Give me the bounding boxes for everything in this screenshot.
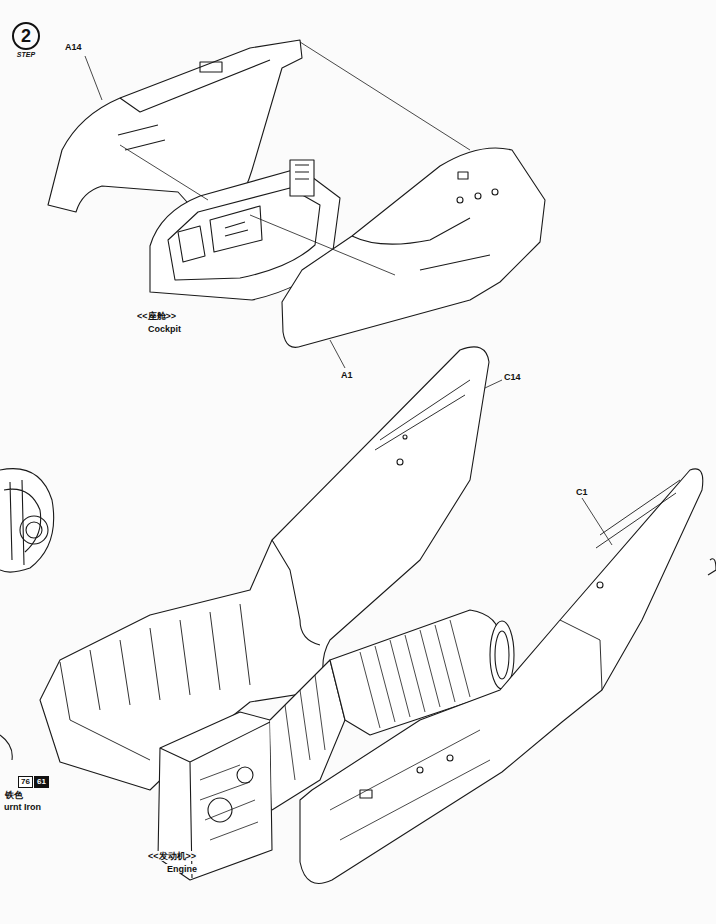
part-number: A1 — [340, 370, 354, 380]
node-subtext: STEP — [6, 51, 46, 58]
color-chip: 76 — [18, 776, 33, 788]
step-badge: 2STEP — [6, 22, 46, 58]
group-title: <<座舱>> — [136, 311, 177, 321]
node-text: 2 — [12, 22, 40, 50]
node-text: 61 — [37, 777, 46, 787]
color-name: urnt Iron — [3, 802, 42, 812]
part-number: A14 — [64, 42, 83, 52]
color-name: 铁色 — [4, 790, 24, 800]
group-title: Cockpit — [147, 324, 182, 334]
color-chip: 61 — [34, 776, 49, 788]
part-number: C14 — [503, 372, 522, 382]
group-title: <<发动机>> — [147, 851, 197, 861]
part-number: C1 — [575, 487, 589, 497]
group-title: Engine — [166, 864, 198, 874]
node-text: 76 — [21, 777, 30, 787]
